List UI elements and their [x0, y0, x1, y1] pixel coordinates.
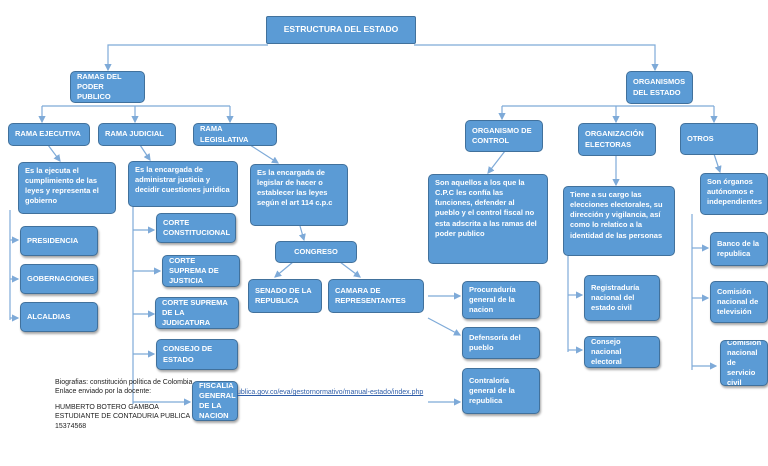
presidencia-text: PRESIDENCIA: [27, 235, 79, 245]
rama-ejecutiva-text: RAMA EJECUTIVA: [15, 129, 81, 139]
otros-text: OTROS: [687, 133, 714, 143]
congreso-box: CONGRESO: [275, 241, 357, 263]
corte-constitucional-text: CORTE CONSTITUCIONAL: [163, 217, 231, 237]
camara-box: CAMARA DE REPRESENTANTES: [328, 279, 424, 313]
legislativa-description-text: Es la encargada de legislar de hacer o e…: [257, 168, 333, 208]
gobernaciones-box: GOBERNACIONES: [20, 264, 98, 294]
reference-link[interactable]: ublica.gov.co/eva/gestornormativo/manual…: [237, 389, 424, 396]
control-description-text: Son aquellos a los que la C.P.C les conf…: [435, 178, 537, 238]
ramas-box: RAMAS DEL PODER PUBLICO: [70, 71, 145, 103]
contraloria-text: Contraloría general de la republica: [469, 375, 515, 406]
procuraduria-box: Procuraduría general de la nacion: [462, 281, 540, 319]
connector-ejecutiva-desc: [47, 144, 61, 162]
rama-legislativa-text: RAMA LEGISLATIVA: [200, 124, 249, 144]
connector-otros-desc: [713, 153, 722, 174]
electoral-description-box: Tiene a su cargo las elecciones electora…: [563, 186, 675, 256]
comision-servicio-text: Comisión nacional de servicio civil: [727, 340, 762, 386]
organismo-control-box: ORGANISMO DE CONTROL: [465, 120, 543, 152]
senado-box: SENADO DE LA REPUBLICA: [248, 279, 322, 313]
comision-television-box: Comisión nacional de televisión: [710, 281, 768, 323]
ejecutiva-description-box: Es la ejecuta el cumplimiento de las ley…: [18, 162, 116, 214]
title-box: ESTRUCTURA DEL ESTADO: [266, 16, 416, 44]
rama-judicial-box: RAMA JUDICIAL: [98, 123, 176, 146]
contraloria-box: Contraloría general de la republica: [462, 368, 540, 414]
ramas-text: RAMAS DEL PODER PUBLICO: [77, 71, 122, 102]
registraduria-text: Registraduría nacional del estado civil: [591, 282, 640, 313]
defensoria-box: Defensoría del pueblo: [462, 327, 540, 359]
corte-constitucional-box: CORTE CONSTITUCIONAL: [156, 213, 236, 243]
consejo-estado-box: CONSEJO DE ESTADO: [156, 339, 238, 370]
consejo-electoral-text: Consejo nacional electoral: [591, 336, 622, 367]
connector-congreso-camara: [339, 261, 361, 278]
electoral-description-text: Tiene a su cargo las elecciones electora…: [570, 190, 663, 240]
alcaldias-text: ALCALDIAS: [27, 311, 71, 321]
ejecutiva-description-text: Es la ejecuta el cumplimiento de las ley…: [25, 166, 99, 206]
rama-judicial-text: RAMA JUDICIAL: [105, 129, 164, 139]
organizacion-electoral-box: ORGANIZACIÓN ELECTORAS: [578, 123, 656, 156]
corte-suprema-judicatura-text: CORTE SUPREMA DE LA JUDICATURA: [162, 297, 228, 328]
presidencia-box: PRESIDENCIA: [20, 226, 98, 256]
judicial-description-box: Es la encargada de administrar justicia …: [128, 161, 238, 207]
comision-servicio-box: Comisión nacional de servicio civil: [720, 340, 768, 386]
banco-text: Banco de la republica: [717, 238, 760, 258]
fiscalia-text: FISCALIA GENERAL DE LA NACION: [199, 381, 236, 421]
judicial-description-text: Es la encargada de administrar justicia …: [135, 165, 230, 195]
otros-box: OTROS: [680, 123, 758, 155]
otros-description-text: Son órganos autónomos e independientes: [707, 177, 763, 207]
footer-id: 15374568: [55, 422, 87, 430]
connector-title-organismos: [414, 44, 659, 72]
organismos-text: ORGANISMOS DEL ESTADO: [633, 77, 686, 97]
fiscalia-box: FISCALIA GENERAL DE LA NACION: [192, 381, 238, 421]
procuraduria-text: Procuraduría general de la nacion: [469, 284, 516, 315]
title-text: ESTRUCTURA DEL ESTADO: [283, 24, 399, 35]
footer-notes: Biografias: constitución política de Col…: [55, 378, 355, 431]
footer-bibliography: Biografias: constitución política de Col…: [55, 379, 193, 386]
corte-suprema-justicia-text: CORTE SUPREMA DE JUSTICIA: [169, 255, 219, 286]
defensoria-text: Defensoría del pueblo: [469, 332, 521, 352]
comision-television-text: Comisión nacional de televisión: [717, 286, 759, 317]
organizacion-electoral-text: ORGANIZACIÓN ELECTORAS: [585, 129, 644, 149]
rama-ejecutiva-box: RAMA EJECUTIVA: [8, 123, 90, 146]
camara-text: CAMARA DE REPRESENTANTES: [335, 285, 406, 305]
footer-author: HUMBERTO BOTERO GAMBOA: [55, 403, 159, 411]
connector-judicial-desc: [139, 144, 151, 161]
organismo-control-text: ORGANISMO DE CONTROL: [472, 125, 532, 145]
corte-suprema-judicatura-box: CORTE SUPREMA DE LA JUDICATURA: [155, 297, 239, 329]
connector-control-desc: [487, 150, 506, 174]
congreso-text: CONGRESO: [294, 246, 338, 256]
footer-program: ESTUDIANTE DE CONTADURIA PUBLICA: [55, 413, 191, 421]
senado-text: SENADO DE LA REPUBLICA: [255, 285, 312, 305]
organismos-box: ORGANISMOS DEL ESTADO: [626, 71, 693, 104]
alcaldias-box: ALCALDIAS: [20, 302, 98, 332]
registraduria-box: Registraduría nacional del estado civil: [584, 275, 660, 321]
banco-box: Banco de la republica: [710, 232, 768, 266]
connector-defensoria: [427, 317, 462, 336]
connector-legislativa-congreso: [298, 225, 306, 242]
gobernaciones-text: GOBERNACIONES: [27, 273, 95, 283]
footer-link-label: Enlace enviado por la docente:: [55, 388, 152, 396]
rama-legislativa-box: RAMA LEGISLATIVA: [193, 123, 277, 146]
connector-legislativa-desc: [249, 144, 280, 164]
consejo-electoral-box: Consejo nacional electoral: [584, 336, 660, 368]
connector-title-ramas: [104, 44, 268, 72]
corte-suprema-justicia-box: CORTE SUPREMA DE JUSTICIA: [162, 255, 240, 287]
connector-congreso-senado: [274, 261, 294, 278]
legislativa-description-box: Es la encargada de legislar de hacer o e…: [250, 164, 348, 226]
otros-description-box: Son órganos autónomos e independientes: [700, 173, 768, 215]
control-description-box: Son aquellos a los que la C.P.C les conf…: [428, 174, 548, 264]
consejo-estado-text: CONSEJO DE ESTADO: [163, 344, 213, 364]
